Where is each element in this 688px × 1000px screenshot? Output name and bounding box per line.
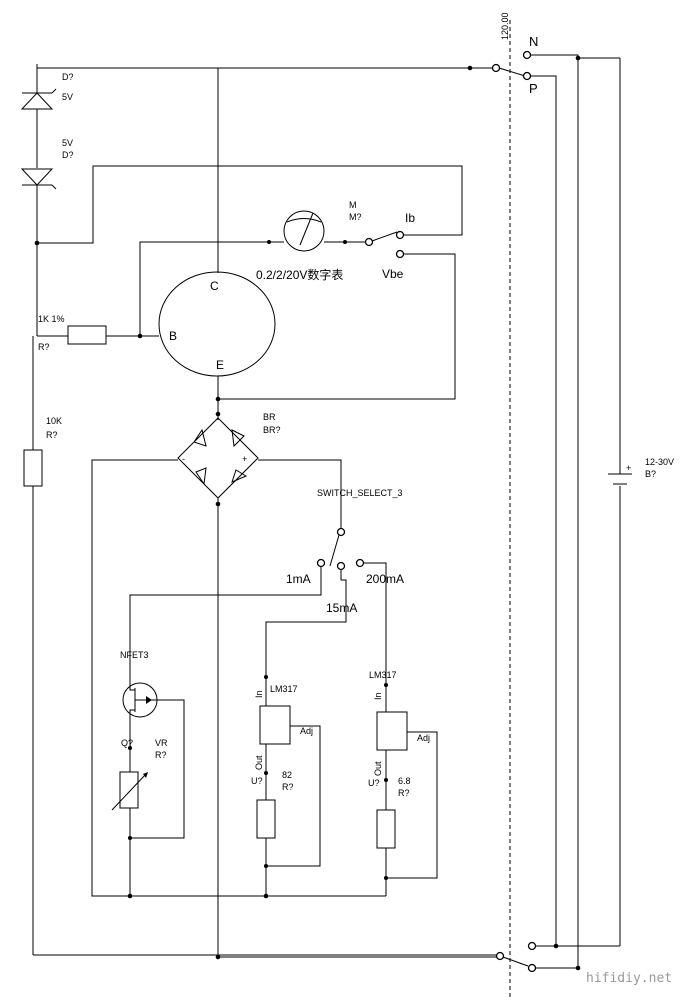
d1-ref: D? <box>62 72 74 82</box>
socket-e: E <box>216 358 224 372</box>
resistor-6-8 <box>376 809 396 849</box>
n-label: N <box>529 34 538 49</box>
battery-plus: + <box>626 463 631 473</box>
nfet-label: NFET3 <box>120 650 149 660</box>
lm317-2: LM317 <box>369 670 397 680</box>
br-ref: BR? <box>263 425 281 435</box>
resistor-82 <box>256 799 276 839</box>
d2-value: 5V <box>62 138 73 148</box>
range-1ma: 1mA <box>286 572 311 586</box>
r2-ref: R? <box>46 430 58 440</box>
switch-label: SWITCH_SELECT_3 <box>317 488 403 498</box>
r82-value: 82 <box>282 770 292 780</box>
socket-b: B <box>169 329 177 343</box>
q-ref: Q? <box>121 738 133 748</box>
br-minus: - <box>182 454 185 464</box>
battery-ref: B? <box>645 469 656 479</box>
lm317-1: LM317 <box>270 684 298 694</box>
zener-diode-d1 <box>20 68 57 168</box>
meter-ref: M? <box>349 212 362 222</box>
lm317-regulator-1 <box>259 705 291 745</box>
meter-name: M <box>349 200 357 210</box>
r1-ref: R? <box>38 342 50 352</box>
battery-value: 12-30V <box>645 457 674 467</box>
r1-value: 1K 1% <box>38 314 65 324</box>
adj-2: Adj <box>417 733 430 743</box>
battery-symbol <box>608 473 632 485</box>
nfet-symbol <box>122 678 185 839</box>
in-1: In <box>254 690 264 698</box>
resistor-r1 <box>67 325 107 345</box>
meter-description: 0.2/2/20V数字表 <box>256 267 343 282</box>
range-200ma: 200mA <box>366 572 404 586</box>
d2-ref: D? <box>62 150 74 160</box>
r82-ref: R? <box>282 782 294 792</box>
p-label: P <box>529 81 538 96</box>
out-2: Out <box>373 761 383 776</box>
adj-1: Adj <box>300 726 313 736</box>
range-15ma: 15mA <box>326 601 357 615</box>
u-1: U? <box>251 776 263 786</box>
r2-value: 10K <box>46 416 62 426</box>
transistor-socket <box>158 271 276 377</box>
resistor-r2 <box>23 449 43 487</box>
br-label: BR <box>263 412 276 422</box>
socket-c: C <box>210 279 219 293</box>
ruler-label: 120.00 <box>500 12 510 40</box>
lm317-regulator-2 <box>376 711 408 751</box>
vbe-label: Vbe <box>382 267 404 281</box>
r68-value: 6.8 <box>398 776 411 786</box>
ib-label: Ib <box>405 211 415 225</box>
watermark: hifidiy.net <box>586 971 672 986</box>
meter-symbol <box>283 210 325 252</box>
out-1: Out <box>254 755 264 770</box>
variable-resistor-vr <box>111 771 148 811</box>
vr-label: VR <box>155 738 168 748</box>
br-plus: + <box>242 454 247 464</box>
zener-diode-d2 <box>20 168 57 243</box>
u-2: U? <box>368 778 380 788</box>
r68-ref: R? <box>398 788 410 798</box>
vr-ref: R? <box>155 750 167 760</box>
in-2: In <box>373 692 383 700</box>
d1-value: 5V <box>62 92 73 102</box>
